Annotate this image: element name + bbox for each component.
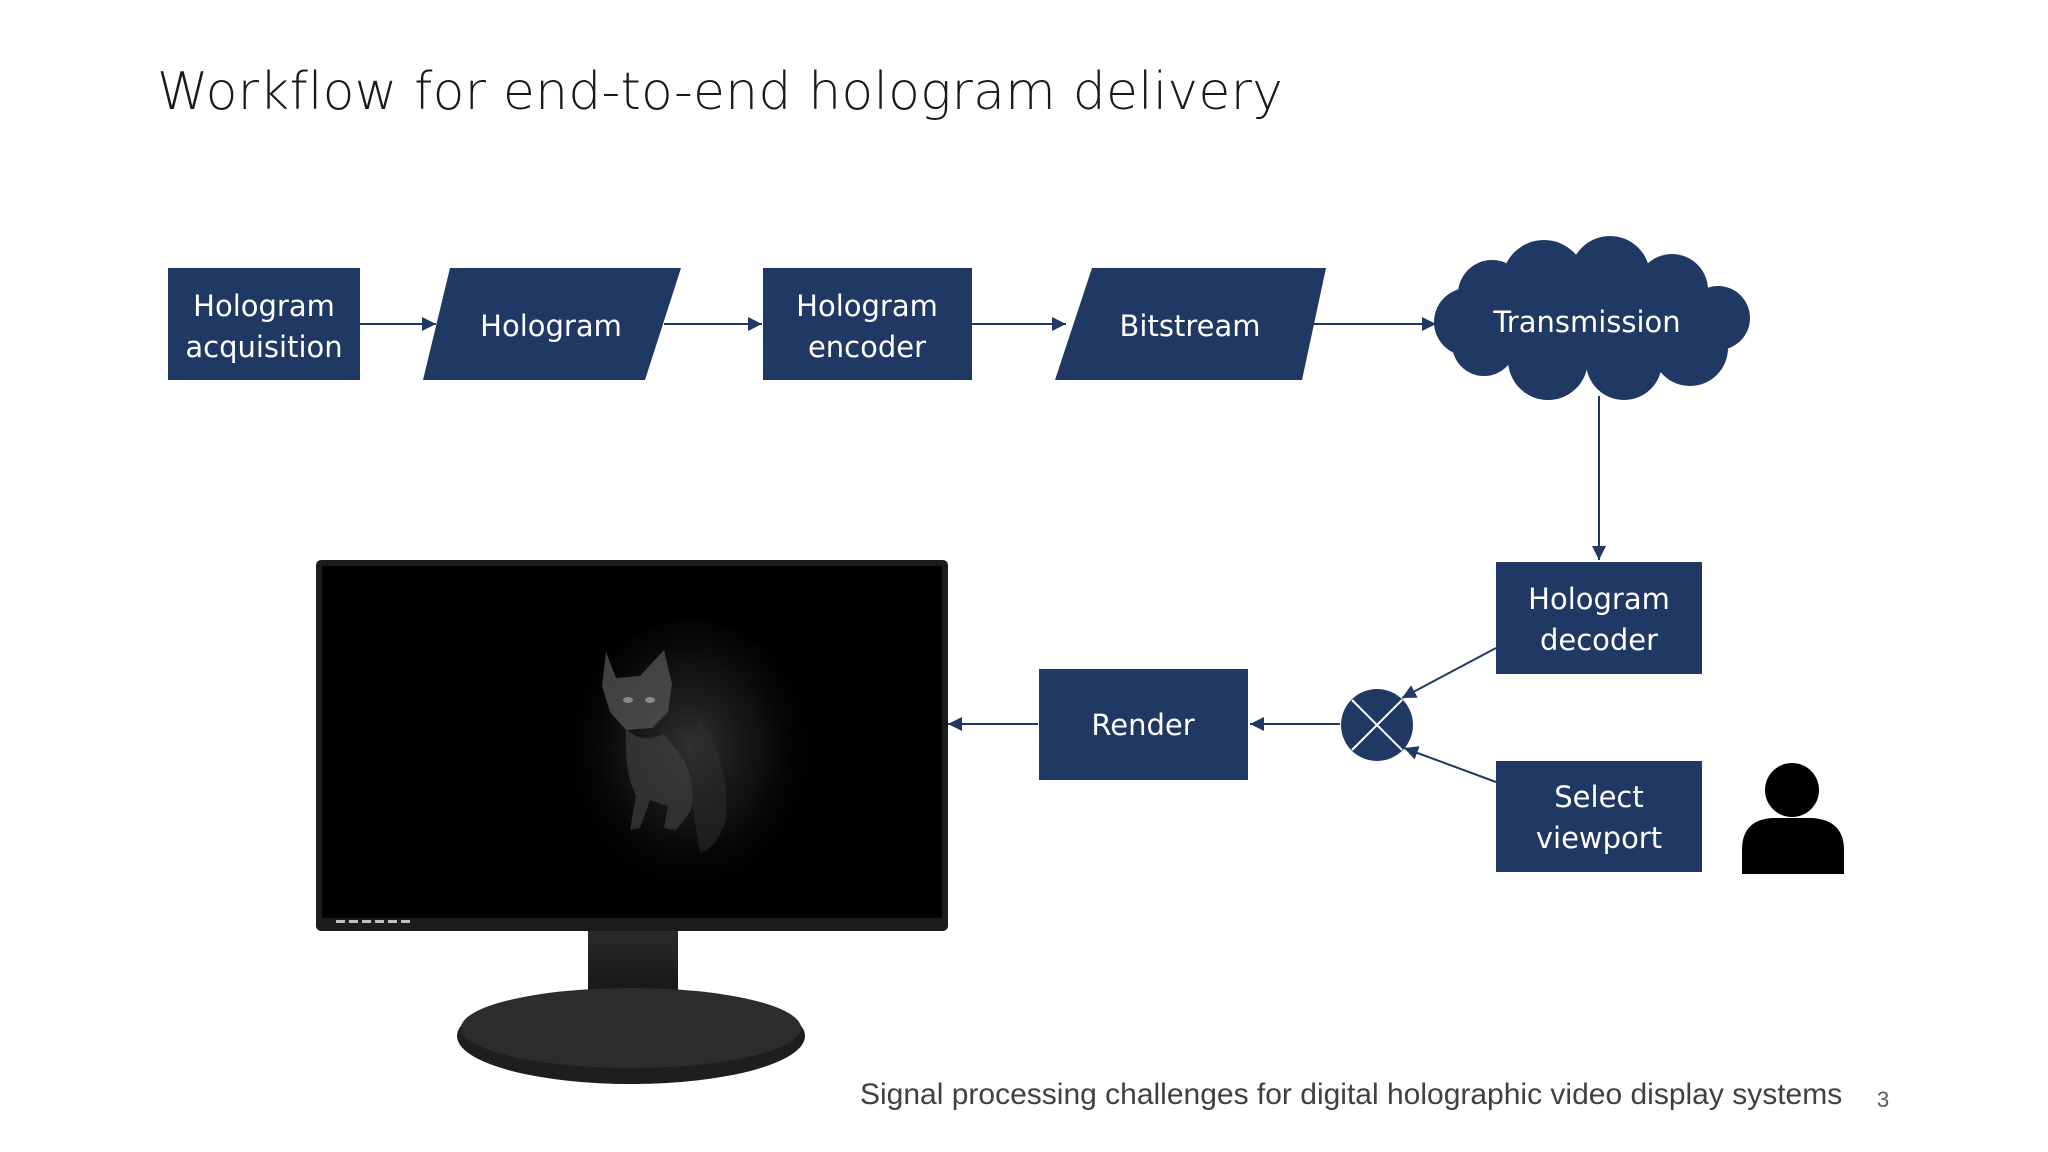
node-label-line: viewport bbox=[1536, 821, 1662, 855]
cat-hologram-image bbox=[570, 620, 810, 900]
node-bitstream: Bitstream bbox=[1055, 268, 1326, 380]
node-label-line: decoder bbox=[1540, 623, 1658, 657]
slide-footer: Signal processing challenges for digital… bbox=[860, 1078, 1843, 1111]
edge-viewport-to-junction bbox=[1403, 746, 1497, 783]
node-render: Render bbox=[1039, 669, 1248, 780]
display-monitor-icon bbox=[316, 560, 948, 1084]
monitor-indicator-dashes bbox=[336, 920, 410, 923]
node-label-line: Hologram bbox=[1528, 582, 1670, 616]
edge-decoder-to-junction bbox=[1401, 647, 1497, 699]
node-label-line: Hologram bbox=[193, 289, 335, 323]
slide-title: Workflow for end-to-end hologram deliver… bbox=[157, 62, 1284, 122]
person-icon bbox=[1742, 763, 1844, 874]
node-label-line: Bitstream bbox=[1120, 309, 1261, 343]
node-select-viewport: Select viewport bbox=[1496, 761, 1702, 872]
node-label-line: Hologram bbox=[480, 309, 622, 343]
node-label-line: acquisition bbox=[185, 330, 342, 364]
edges bbox=[360, 317, 1606, 783]
node-label-line: Render bbox=[1091, 708, 1194, 742]
node-label-line: Hologram bbox=[796, 289, 938, 323]
node-hologram-acquisition: Hologram acquisition bbox=[168, 268, 360, 380]
node-label-line: Select bbox=[1554, 780, 1643, 814]
node-multiply-junction bbox=[1341, 689, 1413, 761]
node-hologram-data: Hologram bbox=[423, 268, 681, 380]
node-transmission: Transmission bbox=[1434, 236, 1750, 400]
node-label-line: encoder bbox=[808, 330, 926, 364]
page-number: 3 bbox=[1877, 1087, 1890, 1112]
node-hologram-decoder: Hologram decoder bbox=[1496, 562, 1702, 674]
node-label-line: Transmission bbox=[1492, 305, 1680, 339]
cloud-icon bbox=[1434, 236, 1750, 400]
node-hologram-encoder: Hologram encoder bbox=[763, 268, 972, 380]
